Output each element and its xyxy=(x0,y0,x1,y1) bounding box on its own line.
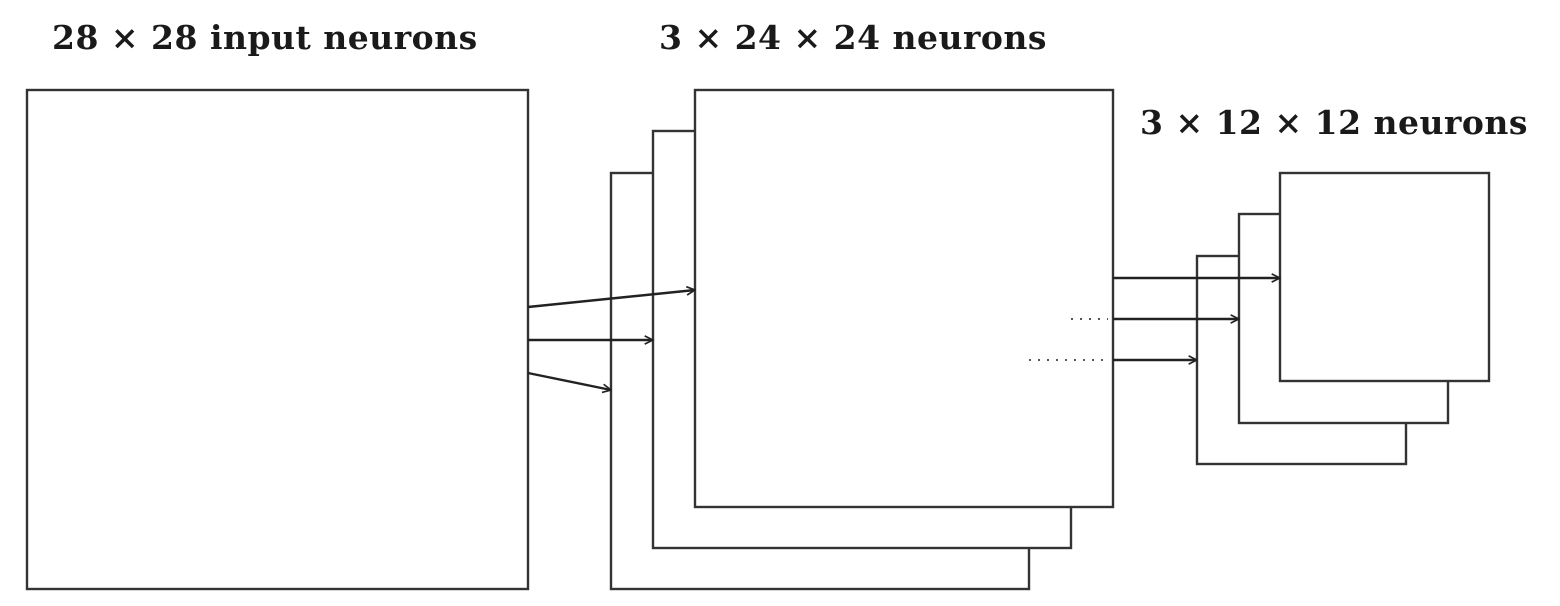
pool-layer-label: 3 × 12 × 12 neurons xyxy=(1140,103,1529,142)
conv-layer-label: 3 × 24 × 24 neurons xyxy=(659,18,1048,57)
input-layer-square xyxy=(25,88,530,591)
pool-feature-map-1 xyxy=(1278,171,1491,383)
conv-feature-map-1 xyxy=(693,88,1115,509)
arrow-input-to-conv-1 xyxy=(527,290,695,309)
input-layer-label: 28 × 28 input neurons xyxy=(52,18,478,57)
arrow-input-to-conv-3 xyxy=(527,371,611,390)
